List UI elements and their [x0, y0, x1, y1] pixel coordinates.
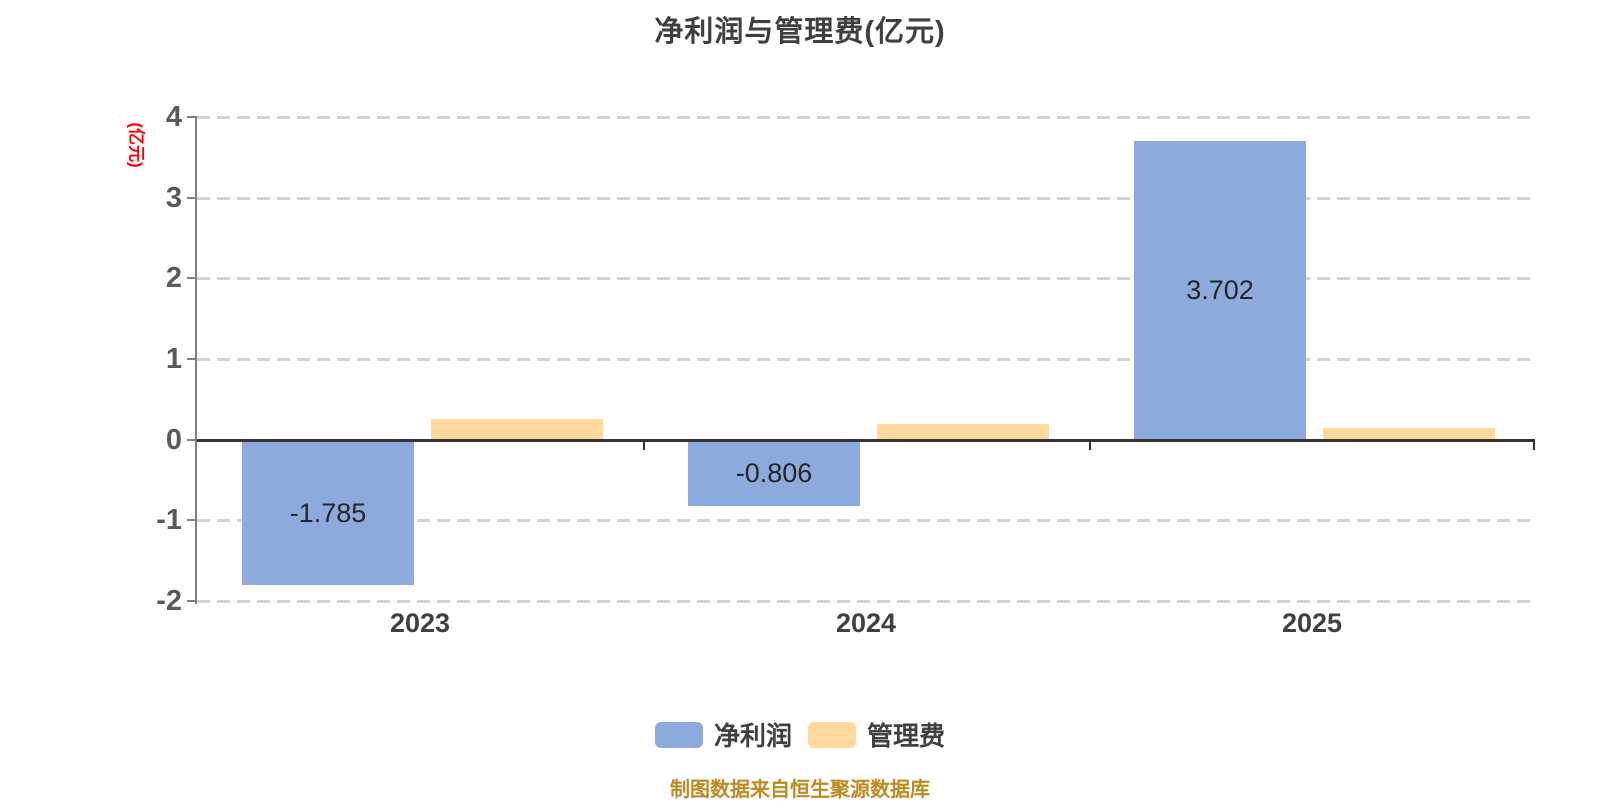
y-axis-tick — [187, 519, 197, 522]
y-axis-tick — [187, 438, 197, 441]
y-axis-tick — [187, 600, 197, 602]
y-axis-line — [195, 117, 197, 604]
legend-item-0[interactable]: 净利润 — [654, 716, 792, 753]
legend-swatch-icon — [808, 721, 856, 748]
bar-管理费-2024 — [877, 424, 1049, 440]
plot-area: -1.785 -0.806 3.702 — [197, 116, 1535, 603]
bar-净利润-2023 — [242, 440, 414, 585]
x-axis-tick — [1533, 439, 1535, 450]
y-tick-label: 3 — [165, 181, 182, 214]
y-tick-label: 1 — [165, 343, 182, 375]
legend-swatch-icon — [654, 721, 703, 748]
bar-管理费-2025 — [1323, 427, 1495, 440]
y-tick-label: 0 — [165, 423, 182, 456]
bar-value-label: -0.806 — [735, 458, 813, 489]
legend-item-1[interactable]: 管理费 — [808, 716, 945, 753]
legend-label: 管理费 — [867, 721, 946, 751]
x-axis-tick — [1089, 439, 1091, 450]
y-axis-tick — [187, 358, 197, 360]
gridline — [197, 116, 1535, 119]
gridline — [197, 277, 1535, 281]
gridline — [197, 196, 1535, 200]
x-tick-label-2025: 2025 — [1281, 608, 1343, 638]
y-tick-label: 2 — [165, 262, 182, 295]
bar-管理费-2023 — [431, 418, 603, 440]
x-tick-label-2023: 2023 — [389, 608, 451, 638]
legend: 净利润 管理费 — [0, 716, 1600, 753]
y-tick-label: -2 — [156, 585, 182, 617]
y-axis-tick — [187, 277, 197, 280]
bar-value-label: -1.785 — [289, 497, 367, 528]
y-axis-tick — [187, 116, 197, 118]
y-tick-label: 4 — [165, 101, 182, 133]
gridline — [197, 358, 1535, 361]
bar-净利润-2025 — [1134, 141, 1306, 440]
y-tick-label: -1 — [156, 504, 182, 537]
x-axis-tick — [643, 439, 645, 450]
y-axis-tick — [187, 196, 197, 199]
source-note: 制图数据来自恒生聚源数据库 — [670, 779, 930, 801]
bar-净利润-2024 — [688, 440, 860, 506]
chart-title: 净利润与管理费(亿元) — [654, 16, 946, 48]
legend-label: 净利润 — [713, 721, 792, 751]
gridline — [197, 519, 1535, 523]
bar-value-label: 3.702 — [1186, 275, 1254, 306]
zero-axis-line — [197, 438, 1535, 442]
x-tick-label-2024: 2024 — [835, 608, 897, 638]
gridline — [197, 600, 1535, 603]
